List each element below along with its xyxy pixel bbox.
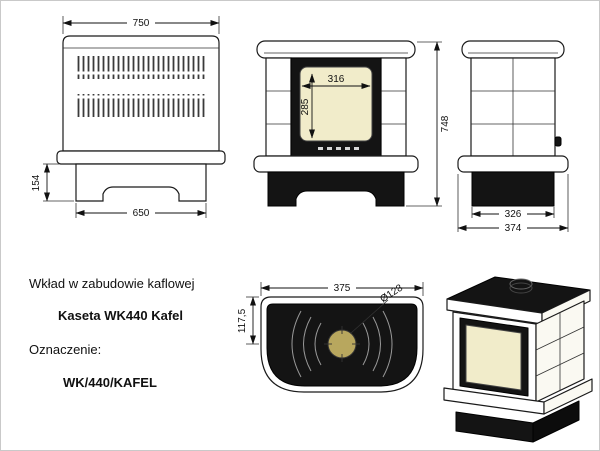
door-air-vents: [318, 147, 359, 150]
top-plate-decorative-arcs: [291, 310, 393, 378]
flue-opening: [327, 329, 357, 359]
product-name: Kaseta WK440 Kafel: [58, 308, 183, 323]
persp-shelf-side: [543, 378, 593, 415]
dimension-glass-height: 285: [300, 73, 315, 139]
side-bottom-shelf: [457, 155, 569, 173]
designation-label: Oznaczenie:: [29, 342, 102, 357]
dimension-side-depth-outer: 374: [457, 174, 569, 234]
persp-door-glass: [465, 324, 522, 391]
flue-crosshair: [324, 326, 360, 362]
front-view: 316 285 748: [253, 40, 451, 207]
dim-label-top-width: 375: [334, 283, 351, 294]
dimension-rear-width: 750: [62, 16, 220, 34]
front-left-tile-column: [265, 57, 292, 157]
dim-label-side-depth-outer: 374: [505, 223, 522, 234]
dim-label-glass-width: 316: [328, 74, 345, 85]
dim-label-glass-height: 285: [300, 98, 311, 115]
dimension-rear-base-width: 650: [75, 203, 207, 219]
rear-body: [62, 35, 220, 152]
dimension-flue-offset: 117,5: [237, 296, 259, 345]
vent-grille-lower: [75, 94, 207, 117]
persp-plinth-front: [455, 411, 534, 443]
perspective-view: [443, 276, 593, 443]
front-plinth: [267, 171, 405, 207]
rear-base-legs: [75, 163, 207, 202]
rear-shelf: [56, 150, 226, 165]
side-view: 326 374: [457, 40, 569, 234]
dim-label-rear-base-width: 650: [133, 208, 150, 219]
designation-code: WK/440/KAFEL: [63, 375, 157, 390]
dim-label-rear-base-height: 154: [31, 174, 42, 191]
dimension-top-width: 375: [260, 281, 424, 296]
dimension-total-height: 748: [406, 41, 451, 207]
vent-grille-upper: [75, 56, 207, 79]
rear-view: 750 650 154: [31, 16, 226, 219]
front-right-tile-column: [380, 57, 407, 157]
front-bottom-shelf: [253, 155, 419, 173]
top-view: 375 Ø128: [237, 281, 424, 393]
dim-label-side-depth-inner: 326: [505, 209, 522, 220]
dim-label-rear-width: 750: [133, 18, 150, 29]
side-plinth: [471, 171, 555, 207]
dim-label-flue-offset: 117,5: [237, 308, 248, 333]
front-top-cornice: [256, 40, 416, 59]
persp-flue-collar: [509, 278, 533, 294]
product-description: Wkład w zabudowie kaflowej: [29, 276, 195, 291]
persp-plinth-side: [532, 400, 580, 443]
side-top-cornice: [461, 40, 565, 59]
dim-label-total-height: 748: [440, 115, 451, 132]
dimension-rear-base-height: 154: [31, 163, 74, 202]
dimension-side-depth-inner: 326: [471, 207, 555, 220]
side-handle-knob: [554, 136, 562, 147]
